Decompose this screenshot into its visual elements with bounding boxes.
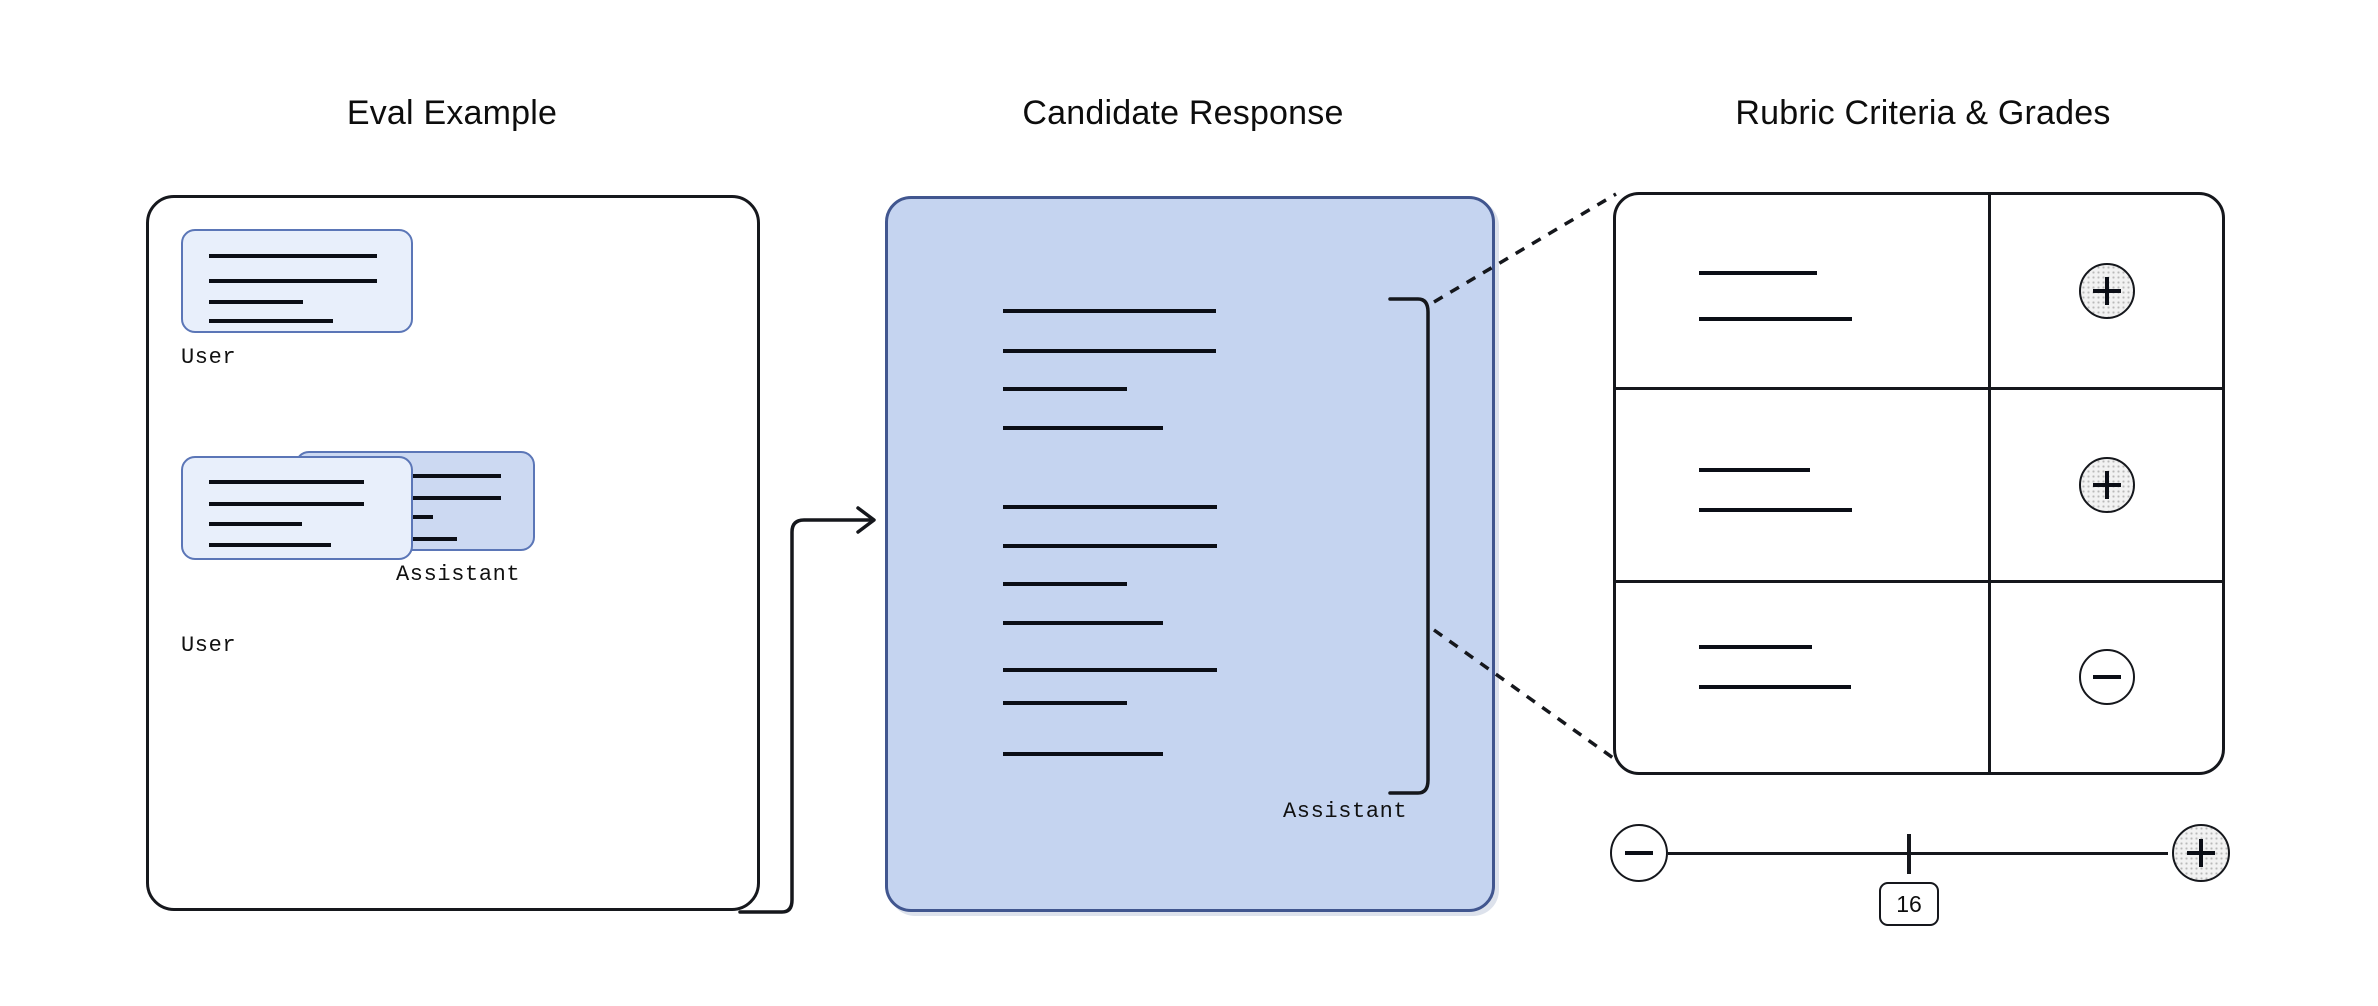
table-row	[1616, 387, 2222, 580]
rubric-criteria-cell-3	[1616, 582, 1991, 772]
rubric-criteria-cell-2	[1616, 390, 1991, 580]
role-label-assistant-1: Assistant	[396, 562, 521, 587]
rubric-table	[1613, 192, 2225, 775]
text-line	[209, 502, 364, 506]
role-label-user-2: User	[181, 633, 237, 658]
text-line	[209, 319, 333, 323]
plus-icon	[2104, 277, 2109, 306]
text-line	[1003, 701, 1127, 705]
minus-icon	[2092, 675, 2121, 680]
text-line	[1003, 387, 1127, 391]
text-line	[1003, 349, 1216, 353]
text-line	[1699, 317, 1852, 321]
table-row	[1616, 195, 2222, 388]
text-line	[209, 254, 377, 258]
text-line	[325, 496, 501, 500]
text-line	[1003, 582, 1127, 586]
table-row	[1616, 579, 2222, 772]
flow-arrow-eval-to-candidate	[738, 506, 876, 914]
text-line	[1699, 468, 1810, 473]
role-label-candidate-assistant: Assistant	[1283, 799, 1408, 824]
rubric-grade-cell-1	[1991, 195, 2222, 387]
text-line	[1699, 644, 1812, 649]
text-line	[209, 300, 303, 304]
text-line	[325, 474, 501, 478]
minus-icon	[1625, 851, 1653, 855]
column-title-rubric-criteria-grades: Rubric Criteria & Grades	[1735, 94, 2111, 132]
grade-minus-button-3[interactable]	[2078, 649, 2135, 706]
grade-plus-button-2[interactable]	[2078, 456, 2135, 513]
text-line	[209, 279, 377, 283]
text-line	[1003, 621, 1163, 625]
text-line	[1699, 508, 1852, 513]
slider-track[interactable]	[1668, 852, 2168, 855]
text-line	[209, 522, 302, 526]
grade-plus-button-1[interactable]	[2078, 263, 2135, 320]
eval-example-card: User Assistant User	[146, 195, 760, 911]
text-line	[209, 543, 331, 547]
text-line	[1699, 684, 1851, 689]
candidate-response-card: Assistant	[885, 196, 1495, 912]
rubric-grade-cell-3	[1991, 583, 2222, 772]
text-line	[1003, 668, 1217, 672]
text-line	[1003, 505, 1217, 509]
role-label-user-1: User	[181, 345, 237, 370]
chat-bubble-user-1	[181, 229, 413, 333]
slider-value-label: 16	[1879, 882, 1939, 926]
text-line	[1003, 544, 1217, 548]
plus-icon	[2199, 839, 2203, 867]
rubric-criteria-cell-1	[1616, 195, 1991, 388]
column-title-eval-example: Eval Example	[346, 94, 558, 132]
text-line	[1003, 309, 1216, 313]
text-line	[1699, 271, 1817, 275]
text-line	[1003, 426, 1163, 430]
plus-icon	[2104, 470, 2109, 499]
chat-bubble-user-2	[181, 456, 413, 560]
score-slider[interactable]: 16	[1600, 810, 2240, 930]
text-line	[1003, 752, 1163, 756]
slider-decrement-button[interactable]	[1610, 824, 1668, 882]
rubric-grade-cell-2	[1991, 390, 2222, 579]
text-line	[209, 480, 364, 484]
slider-increment-button[interactable]	[2172, 824, 2230, 882]
column-title-candidate-response: Candidate Response	[1022, 94, 1344, 132]
slider-thumb[interactable]	[1907, 834, 1911, 874]
